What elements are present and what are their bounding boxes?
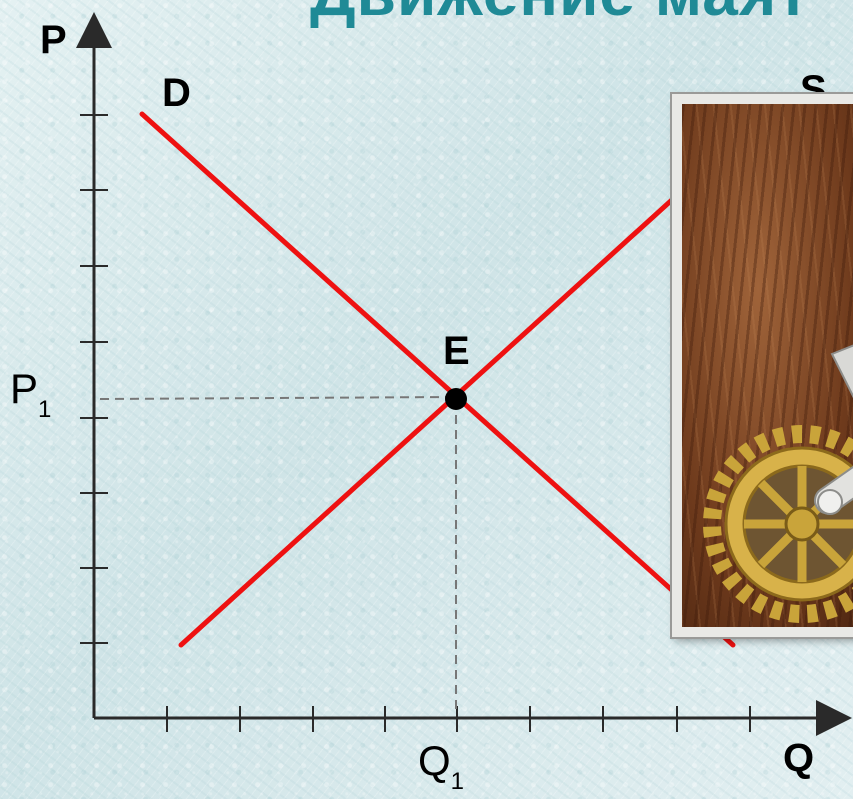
demand-curve — [142, 114, 733, 645]
equilibrium-label: E — [443, 331, 470, 371]
price-guide-line — [100, 397, 455, 399]
equilibrium-price-label: P1 — [10, 368, 51, 410]
pendulum-clock-image — [672, 94, 853, 637]
price-subscript: 1 — [38, 396, 51, 423]
price-axis-label: P — [40, 20, 67, 60]
quantity-symbol: Q — [418, 737, 451, 784]
equilibrium-quantity-label: Q1 — [418, 740, 464, 782]
quantity-axis-label: Q — [783, 738, 814, 778]
price-symbol: P — [10, 365, 38, 412]
quantity-subscript: 1 — [451, 768, 464, 795]
demand-curve-label: D — [162, 73, 191, 113]
gear-icon — [712, 434, 853, 614]
equilibrium-point — [445, 388, 467, 410]
